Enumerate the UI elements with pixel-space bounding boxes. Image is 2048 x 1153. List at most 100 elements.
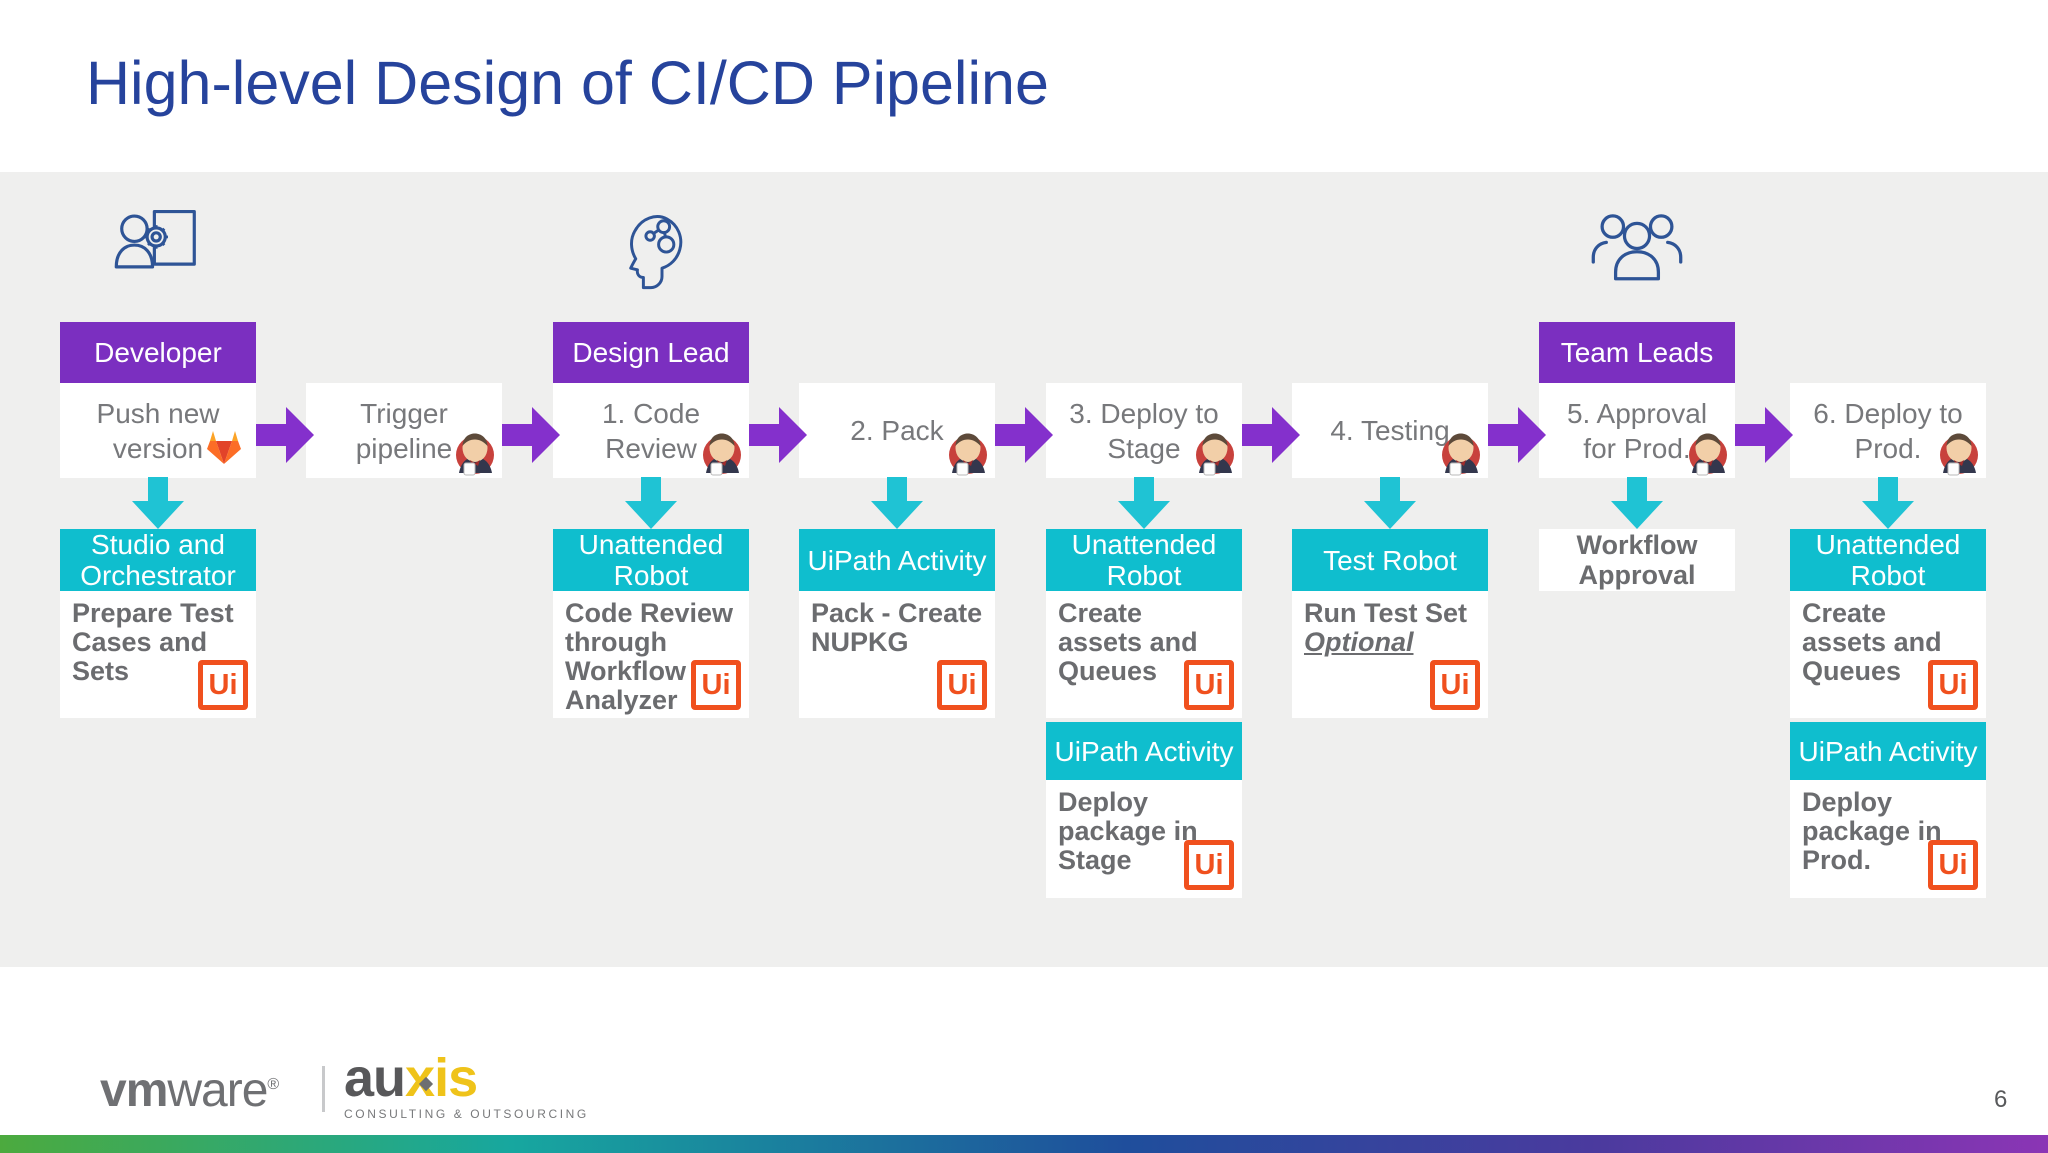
uipath-logo: Ui [1928,840,1978,890]
vmware-logo: vmware® [100,1063,279,1118]
arrow-down-icon [1118,477,1170,529]
subheader-label: UiPath Activity [807,544,987,576]
auxis-tagline: CONSULTING & OUTSOURCING [344,1107,589,1121]
subheader-label: Studio and Orchestrator [80,529,236,591]
subheader-unattended-robot: Unattended Robot [553,529,749,591]
uipath-logo-text: Ui [1194,848,1224,881]
subheader-label: Unattended Robot [578,529,724,591]
role-header-developer: Developer [60,322,256,383]
team-leads-icon [1591,214,1683,281]
uipath-logo-text: Ui [1194,668,1224,701]
uipath-logo-text: Ui [208,668,238,701]
auxis-logo: auxis CONSULTING & OUTSOURCING [344,1051,589,1121]
subheader-label: UiPath Activity [1798,735,1978,767]
step-push-new-version: Push new version [60,383,256,478]
desc-text: Workflow Approval [1576,530,1698,590]
subheader-uipath-activity-stage: UiPath Activity [1046,722,1242,780]
logo-divider [322,1066,325,1112]
step-label: 4. Testing [1330,415,1450,446]
arrow-right-icon [749,407,807,463]
jenkins-icon [949,433,987,476]
arrow-down-icon [1611,477,1663,529]
jenkins-icon [703,433,741,476]
uipath-logo: Ui [1184,840,1234,890]
subheader-uipath-activity-prod: UiPath Activity [1790,722,1986,780]
uipath-logo: Ui [198,660,248,710]
subheader-uipath-activity: UiPath Activity [799,529,995,591]
arrow-down-icon [1364,477,1416,529]
uipath-logo-text: Ui [1440,668,1470,701]
gitlab-icon [207,431,241,464]
desc-optional-note: Optional [1304,627,1414,657]
step-label: 1. Code Review [601,397,701,464]
desc-deploy-package-stage: Deploy package in Stage Ui [1046,780,1242,898]
vmware-registered-mark: ® [267,1076,279,1093]
role-header-design-lead: Design Lead [553,322,749,383]
auxis-wordmark-gray: au [344,1048,406,1108]
auxis-wordmark-yellow: xis [405,1048,478,1108]
desc-deploy-package-prod: Deploy package in Prod. Ui [1790,780,1986,898]
desc-code-review-analyzer: Code Review through Workflow Analyzer Ui [553,591,749,718]
uipath-logo: Ui [1928,660,1978,710]
uipath-logo: Ui [937,660,987,710]
desc-run-test-set: Run Test Set Optional Ui [1292,591,1488,718]
step-label: Trigger pipeline [355,397,453,464]
uipath-logo-text: Ui [947,668,977,701]
jenkins-icon [1940,433,1978,476]
desc-text: Create assets and Queues [1058,598,1198,686]
arrow-down-icon [871,477,923,529]
step-code-review: 1. Code Review [553,383,749,478]
desc-pack-create-nupkg: Pack - Create NUPKG Ui [799,591,995,718]
subheader-label: UiPath Activity [1054,735,1234,767]
footer-gradient-bar [0,1135,2048,1153]
page-number: 6 [1994,1086,2008,1113]
page-title: High-level Design of CI/CD Pipeline [86,49,1049,117]
arrow-right-icon [256,407,314,463]
arrow-down-icon [1862,477,1914,529]
role-label: Developer [94,336,222,368]
subheader-label: Unattended Robot [1815,529,1961,591]
diagram-background-band [0,172,2048,967]
arrow-right-icon [995,407,1053,463]
step-label: Push new version [96,397,220,464]
desc-text: Deploy package in Prod. [1802,787,1942,875]
step-label: 2. Pack [850,415,944,446]
subheader-unattended-robot: Unattended Robot [1046,529,1242,591]
subheader-studio-orchestrator: Studio and Orchestrator [60,529,256,591]
step-testing: 4. Testing [1292,383,1488,478]
step-label: 3. Deploy to Stage [1069,397,1219,464]
arrow-right-icon [1735,407,1793,463]
step-label: 6. Deploy to Prod. [1813,397,1963,464]
design-lead-icon [629,215,683,290]
step-deploy-to-stage: 3. Deploy to Stage [1046,383,1242,478]
uipath-logo-text: Ui [1938,848,1968,881]
step-label: 5. Approval for Prod. [1566,397,1708,464]
vmware-logo-rest: ware [167,1064,268,1117]
subheader-label: Unattended Robot [1071,529,1217,591]
role-label: Design Lead [572,336,730,368]
role-label: Team Leads [1560,336,1714,368]
arrow-right-icon [1242,407,1300,463]
step-deploy-to-prod: 6. Deploy to Prod. [1790,383,1986,478]
desc-text: Run Test Set [1304,598,1468,628]
role-header-team-leads: Team Leads [1539,322,1735,383]
vmware-logo-bold: vm [100,1064,168,1117]
desc-prepare-test-cases: Prepare Test Cases and Sets Ui [60,591,256,718]
arrow-right-icon [502,407,560,463]
desc-text: Deploy package in Stage [1058,787,1198,875]
jenkins-icon [1196,433,1234,476]
uipath-logo-text: Ui [701,668,731,701]
step-pack: 2. Pack [799,383,995,478]
subheader-test-robot: Test Robot [1292,529,1488,591]
subheader-unattended-robot: Unattended Robot [1790,529,1986,591]
arrow-down-icon [132,477,184,529]
subheader-label: Test Robot [1323,544,1457,576]
desc-text: Pack - Create NUPKG [811,598,983,657]
jenkins-icon [1689,433,1727,476]
arrow-right-icon [1488,407,1546,463]
step-approval-for-prod: 5. Approval for Prod. [1539,383,1735,478]
developer-icon [114,209,196,269]
desc-workflow-approval: Workflow Approval [1539,529,1735,591]
jenkins-icon [1442,433,1480,476]
